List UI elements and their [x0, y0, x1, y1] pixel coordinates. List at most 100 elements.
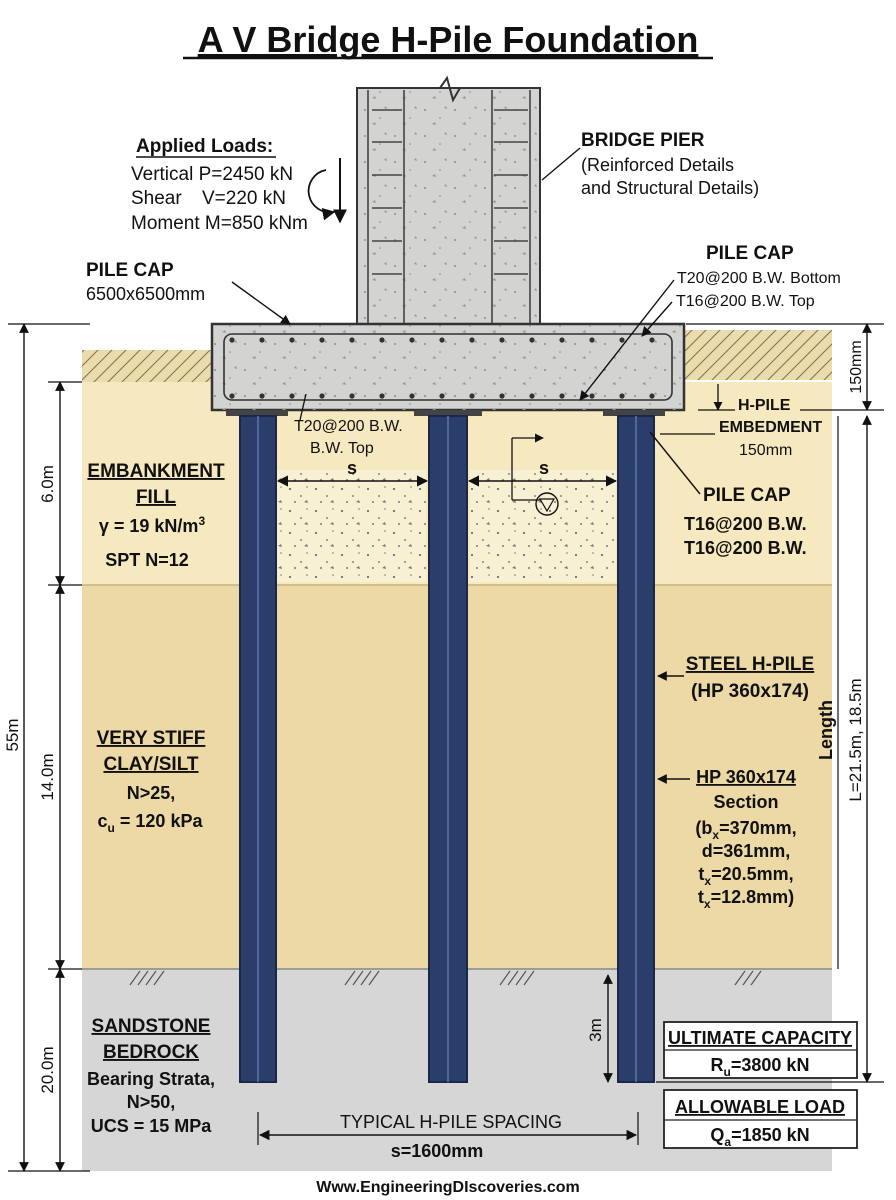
cap-thickness-label: 150mm — [848, 340, 865, 393]
pile-cap-mid-line2: T16@200 B.W. — [684, 538, 807, 558]
embedment-value: 150mm — [739, 442, 792, 459]
fill-thickness-label: 6.0m — [38, 465, 57, 503]
ultimate-value: Ru=3800 kN — [711, 1055, 810, 1079]
applied-loads-vertical: Vertical P=2450 kN — [131, 164, 293, 185]
pile-cap-right-leader-2 — [641, 301, 673, 337]
steel-pile-line1: STEEL H-PILE — [686, 654, 814, 675]
right-dims: 150mm L=21.5m, 18.5m Length 3m — [586, 323, 884, 1083]
clay-layer-label: VERY STIFF CLAY/SILT N>25, cu = 120 kPa — [97, 728, 206, 835]
section-t1: tx=20.5mm, — [698, 864, 793, 888]
bridge-pier-column — [356, 75, 541, 399]
rock-surface-hatch — [129, 970, 762, 986]
pile-cap-rebar-cage — [223, 333, 673, 401]
rock-name-2: BEDROCK — [103, 1042, 199, 1063]
rebar-dot — [409, 337, 415, 343]
rebar-dot — [529, 393, 535, 399]
rebar-dot — [409, 393, 415, 399]
rebar-dot — [499, 393, 505, 399]
rebar-dot — [439, 337, 445, 343]
clay-n: N>25, — [127, 783, 176, 803]
rock-name-1: SANDSTONE — [92, 1016, 211, 1037]
rock-line-1: Bearing Strata, — [87, 1069, 215, 1089]
clay-cu: cu = 120 kPa — [98, 811, 204, 835]
pile-cap-left-label: PILE CAP 6500x6500mm — [86, 260, 291, 325]
total-depth-label: 55m — [3, 718, 22, 751]
section-bx: (bx=370mm, — [695, 818, 796, 842]
section-label: HP 360x174 Section (bx=370mm, d=361mm, t… — [657, 767, 797, 911]
pile-cap-right-leader-1 — [579, 279, 675, 401]
applied-loads-moment: Moment M=850 kNm — [131, 213, 308, 234]
pile-cap-rebar-dots — [229, 337, 655, 399]
embedment-line2: EMBEDMENT — [719, 419, 822, 436]
rock-line-3: UCS = 15 MPa — [91, 1116, 213, 1136]
section-t2: tx=12.8mm) — [698, 887, 794, 911]
fill-layer-label: EMBANKMENT FILL γ = 19 kN/m3 SPT N=12 — [87, 461, 225, 570]
clay-name-1: VERY STIFF — [97, 728, 206, 749]
bridge-pier-heading: BRIDGE PIER — [581, 130, 705, 151]
section-line1: HP 360x174 — [696, 767, 796, 787]
rebar-dot — [319, 393, 325, 399]
pile-cap-right-heading: PILE CAP — [706, 243, 794, 264]
pile-cap-left-heading: PILE CAP — [86, 260, 174, 281]
ground-hatch-right-lines — [685, 330, 832, 380]
pile-cap-left-size: 6500x6500mm — [86, 284, 205, 304]
pile-cap-mid-leader — [649, 431, 701, 495]
rebar-dot — [349, 337, 355, 343]
rock-line-2: N>50, — [127, 1092, 176, 1112]
pile-cap-block — [210, 322, 686, 416]
pile-cap-mid-heading: PILE CAP — [703, 485, 791, 506]
spacing-line1: TYPICAL H-PILE SPACING — [340, 1112, 562, 1132]
pile-length-value: L=21.5m, 18.5m — [846, 678, 865, 801]
rebar-dot — [259, 337, 265, 343]
pile-cap-mid-line1: T16@200 B.W. — [684, 514, 807, 534]
moment-arrow — [307, 169, 336, 221]
embedment-label: H-PILE EMBEDMENT 150mm — [660, 384, 822, 459]
rebar-dot — [649, 337, 655, 343]
cap-bottom-rebar-leader — [299, 393, 307, 421]
rebar-dot — [379, 393, 385, 399]
fill-speckle-zone-right-dots — [470, 470, 616, 582]
h-pile-right — [617, 415, 655, 1083]
pier-break-line — [357, 75, 540, 103]
spacing-line2: s=1600mm — [391, 1141, 484, 1161]
rebar-dot — [289, 393, 295, 399]
fill-gamma: γ = 19 kN/m3 — [99, 514, 206, 536]
rebar-dot — [289, 337, 295, 343]
embedment-line1: H-PILE — [738, 397, 791, 414]
fill-spt: SPT N=12 — [105, 550, 189, 570]
steel-pile-line2: (HP 360x174) — [691, 681, 809, 702]
ultimate-capacity-box: ULTIMATE CAPACITY Ru=3800 kN — [663, 1021, 858, 1079]
rebar-dot — [439, 393, 445, 399]
allowable-load-box: ALLOWABLE LOAD Qa=1850 kN — [663, 1089, 858, 1149]
rebar-dot — [649, 393, 655, 399]
clay-thickness-label: 14.0m — [38, 753, 57, 800]
pile-spacing-dims: s s — [276, 433, 618, 516]
pile-cap-mid-label: PILE CAP T16@200 B.W. T16@200 B.W. — [649, 431, 807, 558]
clay-name-2: CLAY/SILT — [103, 754, 198, 775]
spacing-symbol-left: s — [347, 458, 357, 478]
rebar-dot — [559, 393, 565, 399]
pile-cap-right-rebar-top: T16@200 B.W. Top — [676, 293, 815, 310]
rebar-dot — [469, 393, 475, 399]
rebar-dot — [499, 337, 505, 343]
section-d: d=361mm, — [702, 841, 791, 861]
left-depth-dims: 55m 6.0m 14.0m 20.0m — [3, 323, 90, 1172]
rebar-dot — [259, 393, 265, 399]
fill-speckle-zone-left-dots — [276, 470, 426, 582]
spacing-symbol-right: s — [539, 458, 549, 478]
rebar-dot — [529, 337, 535, 343]
typical-spacing-dim: TYPICAL H-PILE SPACING s=1600mm — [257, 1110, 639, 1161]
applied-loads: Applied Loads: Vertical P=2450 kN Shear … — [131, 136, 347, 234]
bridge-pier-line1: (Reinforced Details — [581, 155, 734, 175]
section-line2: Section — [713, 792, 778, 812]
steel-pile-label: STEEL H-PILE (HP 360x174) — [657, 654, 814, 702]
cap-bottom-rebar-label: T20@200 B.W. B.W. Top — [294, 393, 403, 457]
h-pile-center — [428, 415, 468, 1083]
rebar-dot — [619, 393, 625, 399]
steel-h-piles — [239, 415, 655, 1083]
cap-bottom-rebar-line1: T20@200 B.W. — [294, 418, 403, 435]
cap-bottom-rebar-line2: B.W. Top — [310, 440, 374, 457]
rebar-dot — [589, 393, 595, 399]
diagram-title: A V Bridge H-Pile Foundation — [198, 19, 699, 60]
